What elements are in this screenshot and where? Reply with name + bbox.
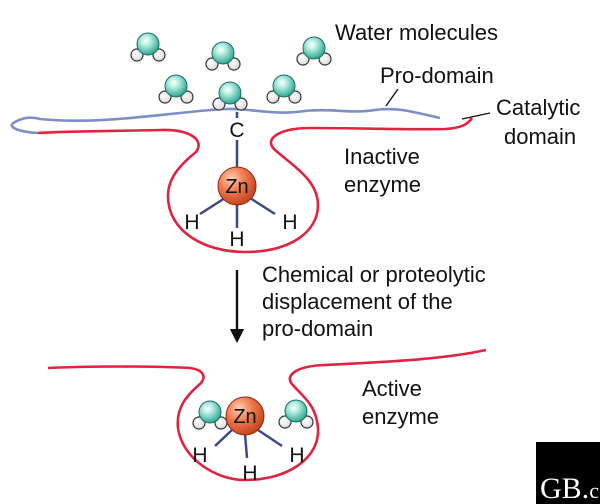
zn-h-bond-bottom-left [214,429,233,447]
bound-water-right [278,399,314,429]
label-active-enzyme: enzyme [362,404,439,429]
water-molecule-5 [212,81,248,111]
zn-h-bond-left [199,196,226,216]
zn-h-bond-bottom-center [243,433,249,459]
hydrogen-label-2: H [229,228,244,251]
pro-domain-pointer [385,88,399,107]
hydrogen-label-3: H [282,211,297,234]
label-step-line3: pro-domain [262,316,373,341]
hydrogen-label-5: H [242,462,257,485]
zinc-label-inactive: Zn [225,176,248,198]
label-active: Active [362,376,422,401]
label-inactive-enzyme: enzyme [344,172,421,197]
water-molecule-6 [266,74,302,104]
catalytic-domain-pointer [461,112,491,120]
pro-domain-line [11,107,441,126]
carbon-label: C [229,119,244,142]
zinc-atom-active [225,396,265,436]
zn-h-bond-bottom-right [257,428,283,448]
catalytic-domain-bottom [47,348,487,482]
water-molecule-4 [158,74,194,104]
zinc-label-active: Zn [233,406,256,428]
pro-domain-end [10,123,39,135]
hydrogen-label-4: H [192,444,207,467]
zinc-atom-inactive [217,166,257,206]
label-domain: domain [504,124,576,149]
catalytic-domain-top [37,117,474,254]
hydrogen-label-1: H [184,211,199,234]
water-molecule-2 [205,41,241,71]
label-catalytic: Catalytic [496,95,580,120]
label-inactive: Inactive [344,144,420,169]
label-step-line1: Chemical or proteolytic [262,262,486,287]
bound-water-left [192,400,228,430]
label-step-line2: displacement of the [262,289,453,314]
hydrogen-label-6: H [289,444,304,467]
logo-text: GB.c [540,472,599,504]
water-molecule-3 [296,36,332,66]
zn-h-bond-right [249,196,276,216]
water-molecule-1 [130,32,166,62]
label-water-molecules: Water molecules [335,20,498,45]
logo-badge [536,442,600,504]
label-pro-domain: Pro-domain [380,63,494,88]
